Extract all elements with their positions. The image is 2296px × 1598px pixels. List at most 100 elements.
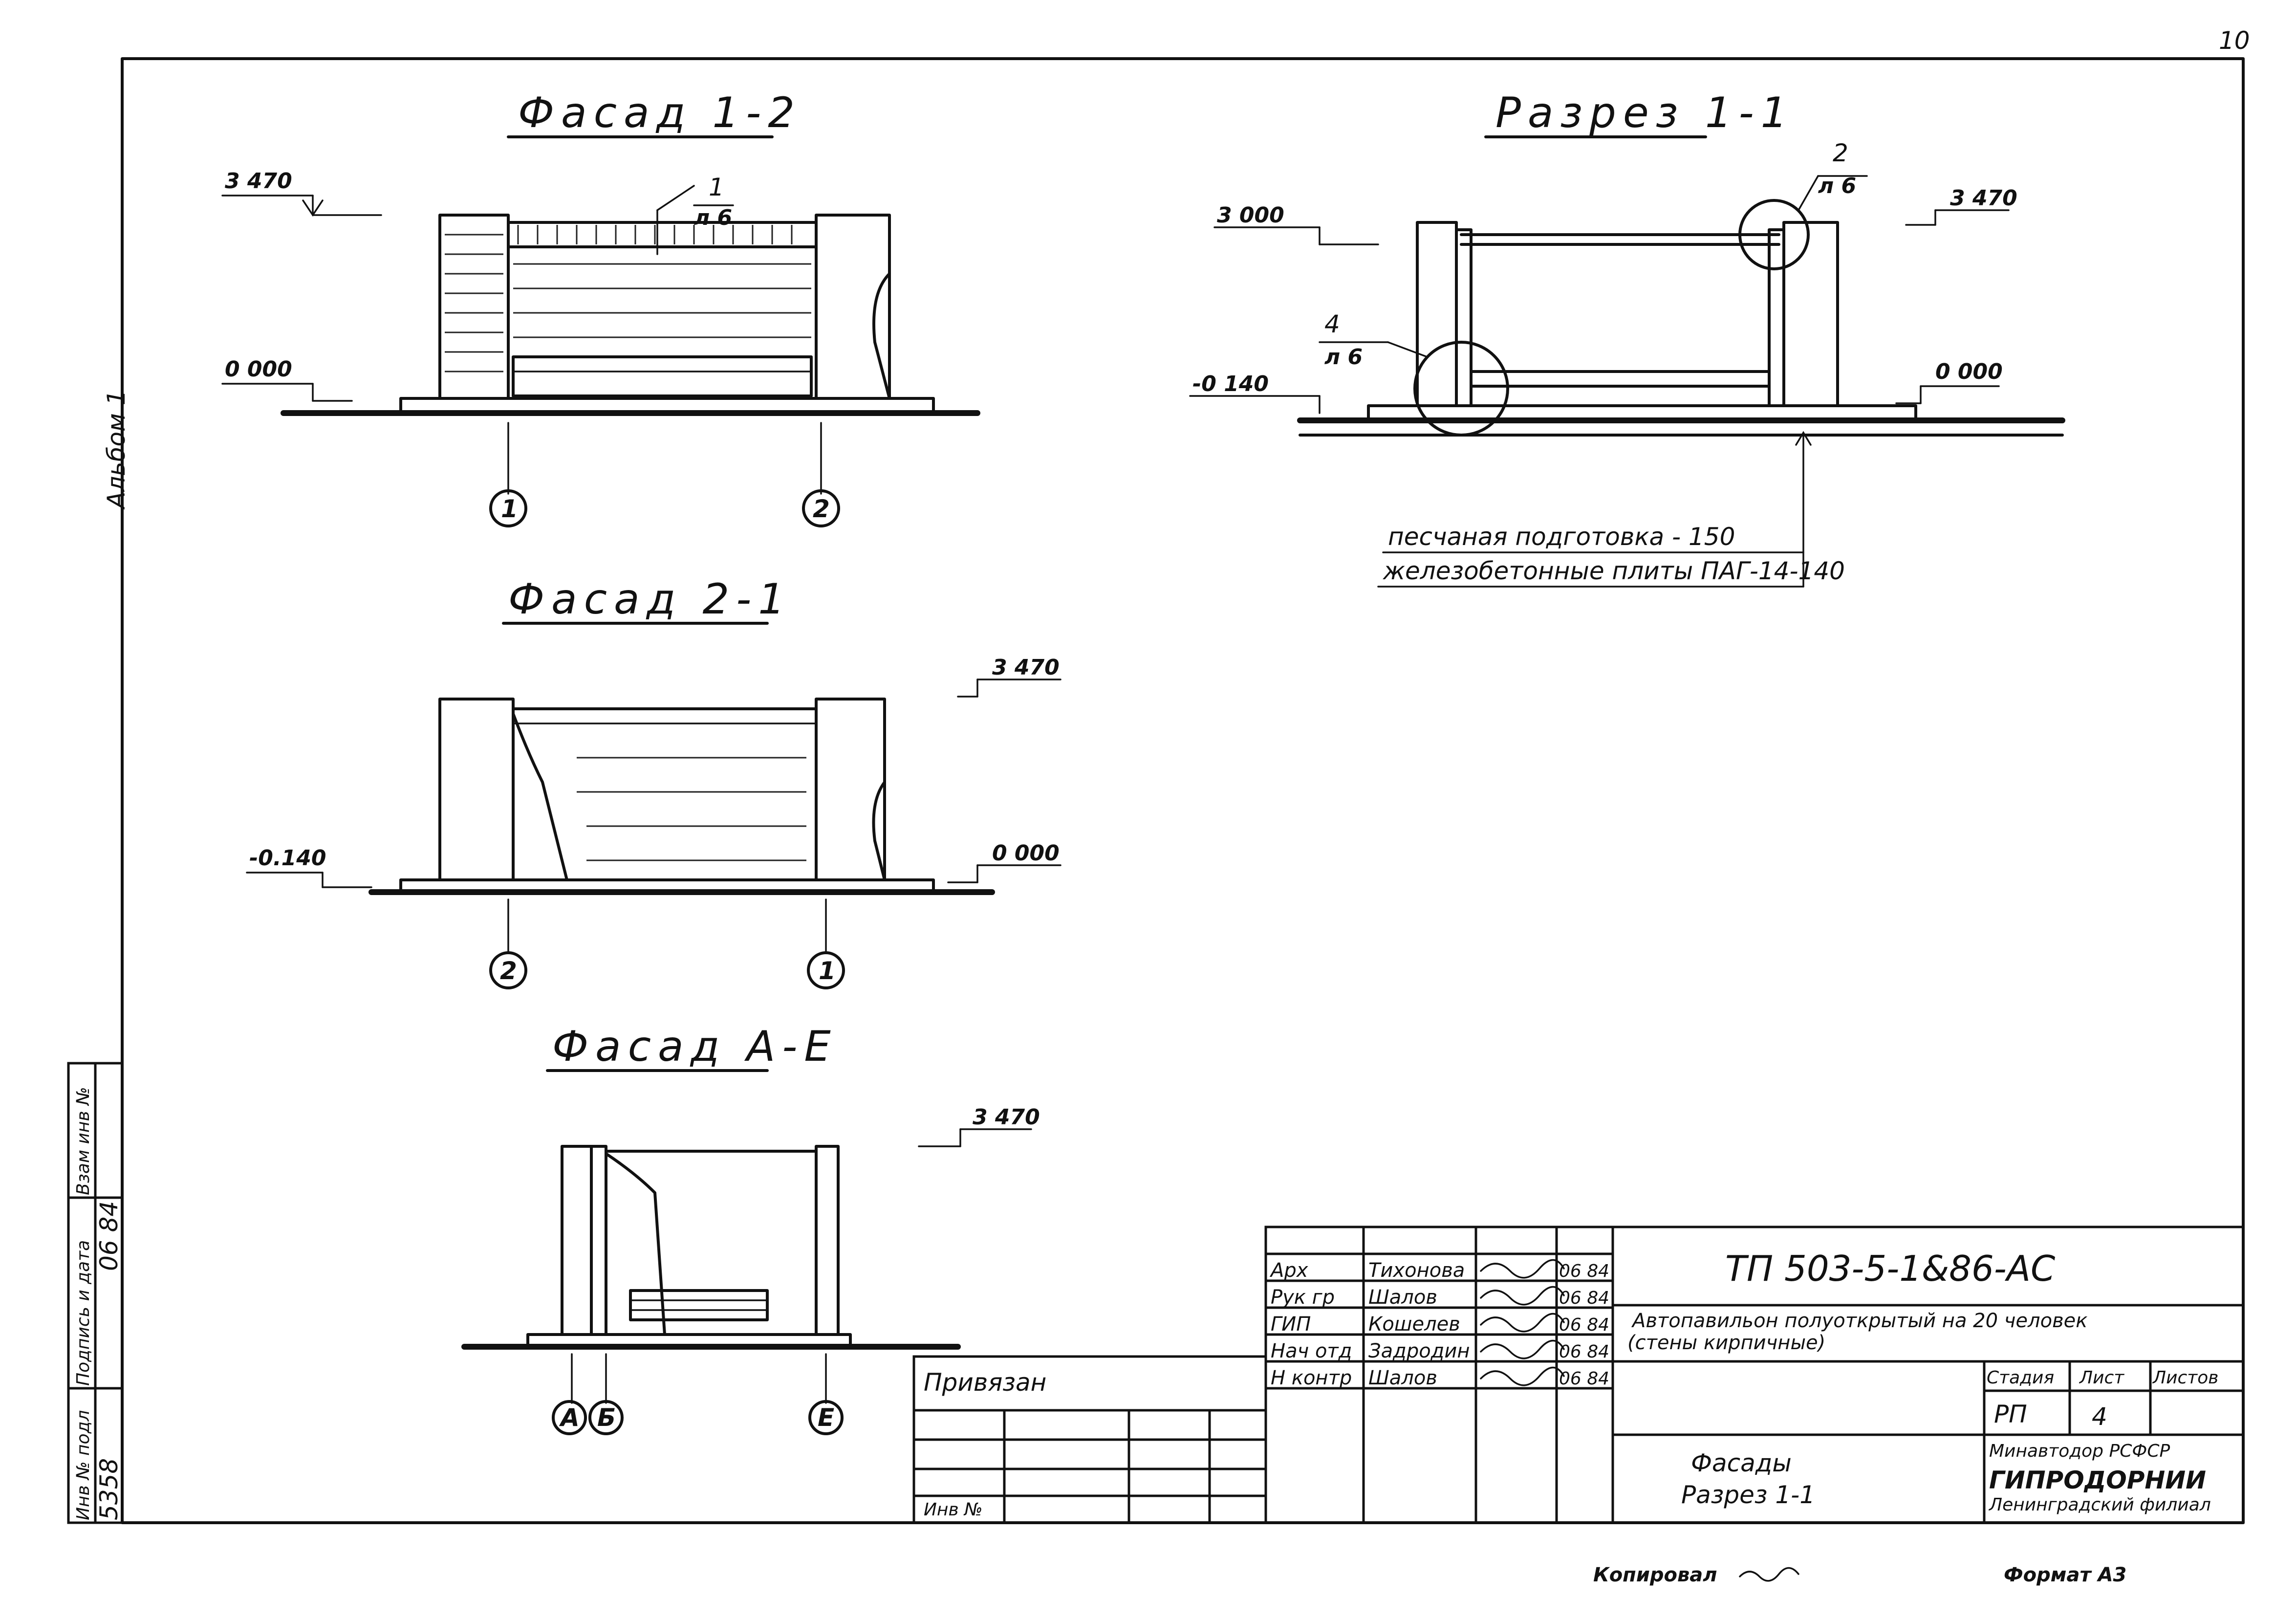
footer-format: Формат А3 (2004, 1564, 2126, 1586)
section-left-wall (1416, 221, 1458, 407)
description-1: Автопавильон полуоткрытый на 20 человек (1631, 1310, 2087, 1332)
footer-copied: Копировал (1593, 1564, 1717, 1586)
callout-4-sheet: л 6 (1324, 345, 1363, 370)
description-2: (стены кирпичные) (1627, 1332, 1825, 1354)
svg-text:Шалов: Шалов (1368, 1367, 1437, 1389)
elev-3470: 3 470 (225, 169, 292, 194)
left-wall (438, 214, 510, 400)
callout-4-num: 4 (1324, 310, 1340, 338)
stage-value: РП (1994, 1400, 2027, 1428)
org-2: ГИПРОДОРНИИ (1989, 1466, 2206, 1494)
svg-text:06 84: 06 84 (1559, 1288, 1609, 1308)
svg-text:Тихонова: Тихонова (1368, 1259, 1465, 1282)
facade-a-e: Фасад А-Е 3 470 А Б Е (461, 1022, 1040, 1435)
bench (512, 355, 813, 397)
axis-e-label: Е (818, 1403, 834, 1432)
elev-0000: 0 000 (225, 357, 292, 382)
sheet-title-2: Разрез 1-1 (1681, 1481, 1815, 1509)
section-1-1-title: Разрез 1-1 (1495, 88, 1794, 137)
sheets-label: Листов (2152, 1368, 2218, 1388)
svg-text:06 84: 06 84 (1559, 1315, 1609, 1335)
elev-3470-c: 3 470 (992, 655, 1060, 680)
binding-inv: Инв № (924, 1500, 983, 1520)
sheet-number: 10 (2219, 26, 2250, 55)
svg-text:06 84: 06 84 (1559, 1369, 1609, 1389)
facade-a-e-title: Фасад А-Е (552, 1022, 838, 1071)
axis-1b-marker (807, 951, 845, 989)
org-1: Минавтодор РСФСР (1989, 1441, 2170, 1461)
callout-2-sheet: л 6 (1818, 174, 1856, 198)
elev-3000: 3 000 (1217, 203, 1284, 228)
svg-text:Рук гр: Рук гр (1271, 1286, 1335, 1309)
stage-label: Стадия (1987, 1368, 2054, 1388)
axis-1-label: 1 (501, 495, 518, 523)
elev-3470-d: 3 470 (973, 1105, 1040, 1130)
svg-text:06 84: 06 84 (1559, 1261, 1609, 1281)
stamp-inv-value: 5358 (95, 1458, 123, 1520)
album-label: Альбом 1 (102, 390, 130, 510)
svg-text:Нач отд: Нач отд (1271, 1340, 1352, 1362)
fae-bench (629, 1289, 769, 1321)
elev-3470-b: 3 470 (1950, 186, 2017, 211)
callout-2-num: 2 (1833, 139, 1848, 167)
document-code: ТП 503-5-1&86-АС (1725, 1248, 2056, 1289)
signer-row: ГИП Кошелев 06 84 (1271, 1313, 1609, 1335)
axis-2b-marker (489, 951, 527, 989)
binding-block: Привязан Инв № (912, 1355, 1267, 1524)
fae-right-wall (815, 1145, 840, 1336)
f21-right-wall (815, 698, 886, 881)
axis-b-marker (588, 1400, 624, 1435)
section-right-wall (1782, 221, 1839, 407)
signer-row: Рук гр Шалов 06 84 (1271, 1286, 1609, 1309)
copied-signature (1739, 1567, 1799, 1582)
axis-a-label: А (559, 1403, 580, 1432)
svg-text:06 84: 06 84 (1559, 1342, 1609, 1362)
axis-e-marker (808, 1400, 844, 1435)
elev-0140-b: -0.140 (249, 846, 326, 871)
org-3: Ленинградский филиал (1988, 1495, 2211, 1515)
section-slab (1367, 404, 1917, 422)
callout-1-sheet: л 6 (694, 205, 732, 230)
elev-0140: -0 140 (1192, 372, 1269, 396)
svg-text:Н контр: Н контр (1271, 1367, 1352, 1389)
elev-0000-b: 0 000 (1935, 359, 2003, 384)
binding-label: Привязан (924, 1368, 1046, 1397)
axis-b-label: Б (597, 1403, 616, 1432)
right-wall (815, 214, 891, 400)
axis-1b-label: 1 (819, 957, 836, 985)
title-block: Арх Тихонова 06 84 Рук гр Шалов 06 84 ГИ… (1264, 1226, 2245, 1524)
axis-a-marker (552, 1400, 587, 1435)
facade-1-2-title: Фасад 1-2 (518, 88, 801, 137)
left-stamp: Инв № подл 5358 Подпись и дата 06 84 Вза… (67, 1062, 124, 1524)
detail-4-circle (1413, 341, 1509, 437)
callout-1-num: 1 (709, 173, 724, 201)
stamp-inv-label: Инв № подл (73, 1410, 93, 1520)
svg-text:Задродин: Задродин (1368, 1340, 1470, 1362)
svg-text:Шалов: Шалов (1368, 1286, 1437, 1309)
svg-text:Арх: Арх (1269, 1259, 1308, 1282)
facade-1-2: Фасад 1-2 3 470 0 000 (221, 88, 980, 527)
fae-left-wall (561, 1145, 593, 1336)
svg-text:ГИП: ГИП (1271, 1313, 1311, 1335)
note-sand: песчаная подготовка - 150 (1388, 523, 1735, 551)
f21-left-wall (438, 698, 515, 881)
facade-2-1-title: Фасад 2-1 (508, 575, 792, 624)
signer-row: Н контр Шалов 06 84 (1271, 1367, 1609, 1389)
signatures (1480, 1259, 1565, 1386)
sheet-value: 4 (2092, 1402, 2107, 1431)
note-slabs: железобетонные плиты ПАГ-14-140 (1383, 557, 1845, 585)
signer-row: Арх Тихонова 06 84 (1269, 1259, 1609, 1282)
sheet-label: Лист (2079, 1368, 2124, 1388)
axis-1-marker (489, 489, 527, 527)
base-slab (399, 397, 935, 415)
axis-2b-label: 2 (500, 957, 517, 985)
section-1-1: Разрез 1-1 3 000 3 470 -0 140 0 000 (1189, 88, 2065, 588)
facade-2-1: Фасад 2-1 3 470 -0.140 0 000 2 1 (246, 575, 1061, 989)
axis-2-label: 2 (813, 495, 830, 523)
svg-text:Кошелев: Кошелев (1368, 1313, 1460, 1335)
sheet-title-1: Фасады (1691, 1449, 1792, 1477)
roof (507, 221, 818, 248)
stamp-sign-date: 06 84 (95, 1201, 123, 1271)
